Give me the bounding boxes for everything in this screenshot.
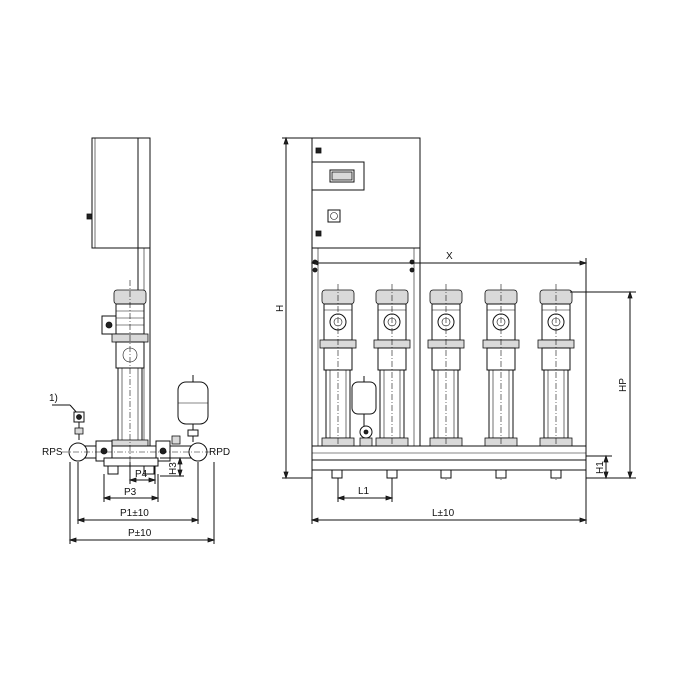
l1-label: L1 [358,486,370,497]
pump-3 [427,284,465,480]
front-pressure-tank [351,381,377,415]
h-label: H [275,305,286,312]
rps-label: RPS [42,447,63,458]
pump-4 [482,284,520,480]
front-control-cabinet [311,137,421,249]
p-label: P±10 [128,528,152,539]
p3-label: P3 [124,487,137,498]
h1-label: H1 [595,461,606,474]
hp-label: HP [618,378,629,392]
side-control-cabinet [91,137,139,249]
callout-label: 1) [49,393,58,404]
rpd-label: RPD [209,447,230,458]
front-main-switch [327,209,341,223]
l-label: L±10 [432,508,455,519]
p1-label: P1±10 [120,508,149,519]
side-view: 1) RPS RPD H3 [42,137,230,544]
h3-label: H3 [168,462,179,475]
p4-label: P4 [135,469,148,480]
side-cabinet-latch [86,213,93,220]
front-indicator-top [315,147,322,154]
pump-2 [373,284,411,480]
front-indicator-bottom [315,230,322,237]
front-display-panel [311,161,365,191]
front-view: H X HP H1 L1 L±10 [275,136,636,524]
x-label: X [446,251,453,262]
side-cabinet-door-edge [137,137,151,249]
side-base-frame [103,457,159,467]
front-base-frame [311,459,587,471]
pump-1 [319,284,357,480]
pump-5 [537,284,575,480]
